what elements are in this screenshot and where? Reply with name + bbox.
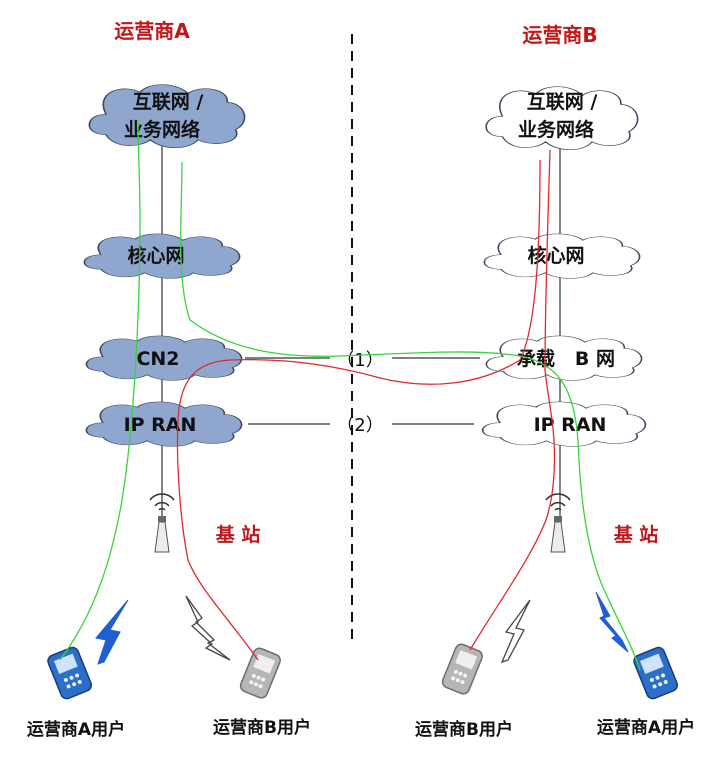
operator-b-title: 运营商B: [522, 23, 597, 47]
user-label-right-a: 运营商A用户: [597, 717, 695, 738]
lightning-signal-icon: [500, 599, 531, 664]
cloud-b-bearer-label: 承载 B 网: [517, 347, 615, 370]
operator-a-user-roaming-path: [180, 161, 641, 671]
operator-a-user-traffic-path-left: [59, 119, 141, 661]
base-station-antenna-icon: [545, 493, 571, 553]
mobile-phone-icon: [633, 646, 679, 700]
lightning-signal-icon: [595, 591, 629, 653]
mobile-phone-icon: [441, 643, 483, 695]
cloud-a-ipran-label: IP RAN: [124, 414, 197, 436]
operator-b-user-traffic-path-right: [469, 149, 556, 651]
cloud-a-internet-label-2: 业务网络: [124, 118, 200, 141]
operator-a-title: 运营商A: [114, 19, 190, 43]
interconnect-label-2: （2）: [336, 415, 383, 436]
cloud-a-internet-label-1: 互联网 /: [133, 91, 204, 113]
user-label-left-b: 运营商B用户: [213, 717, 311, 738]
user-label-left-a: 运营商A用户: [27, 719, 125, 740]
base-station-antenna-icon: [149, 493, 175, 553]
interconnect-label-1: （1）: [336, 350, 383, 371]
cloud-b-core-label: 核心网: [527, 244, 584, 267]
lightning-signal-icon: [95, 599, 129, 665]
base-station-a-label: 基 站: [215, 523, 261, 546]
cloud-a-cn2-label: CN2: [136, 348, 179, 370]
mobile-phone-icon: [47, 646, 93, 700]
cloud-b-internet-label-2: 业务网络: [518, 118, 594, 141]
cloud-b-ipran-label: IP RAN: [534, 414, 607, 436]
lightning-signal-icon: [185, 595, 231, 661]
base-station-b-label: 基 站: [613, 523, 659, 546]
user-label-right-b: 运营商B用户: [415, 719, 513, 740]
cloud-b-internet-label-1: 互联网 /: [527, 91, 598, 113]
cloud-a-core-label: 核心网: [127, 244, 184, 267]
mobile-phone-icon: [239, 647, 281, 699]
operator-b-user-traffic-path-left: [176, 159, 541, 661]
